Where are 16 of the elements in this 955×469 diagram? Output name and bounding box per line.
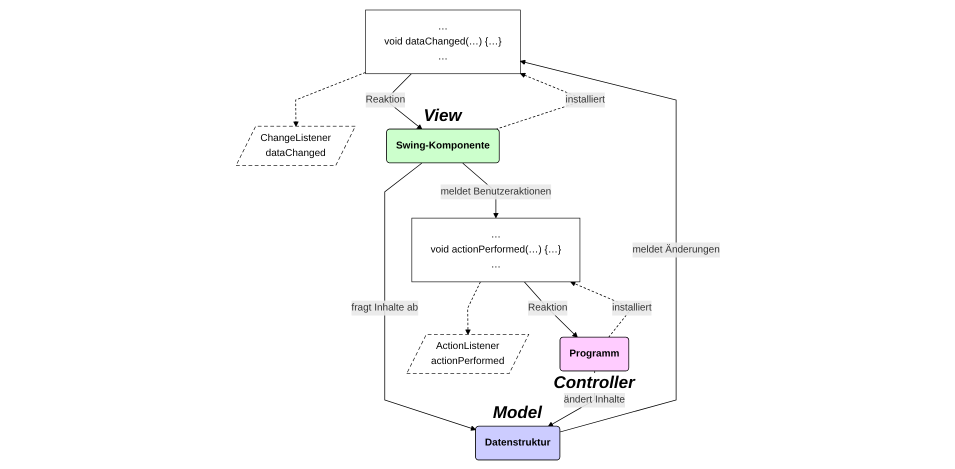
node-box: … void actionPerformed(…) {…} … [411,217,580,282]
edge-label: Reaktion [528,302,568,313]
arrow [384,162,476,430]
edge-label: meldet Benutzeraktionen [440,186,551,196]
arrow [524,281,578,338]
edge-label: ändert Inhalte [563,394,625,404]
role-caption: Controller [554,373,635,394]
arrow [292,72,366,126]
edge-label: installiert [565,94,605,104]
edge-label: fragt Inhalte ab [351,302,418,313]
edge-label: Reaktion [365,94,405,104]
edge-label: installiert [612,302,652,313]
edge-label: meldet Änderungen [632,244,720,254]
arrow [464,281,480,334]
arrow [520,59,676,432]
node-box: … void dataChanged(…) {…} … [364,9,520,74]
